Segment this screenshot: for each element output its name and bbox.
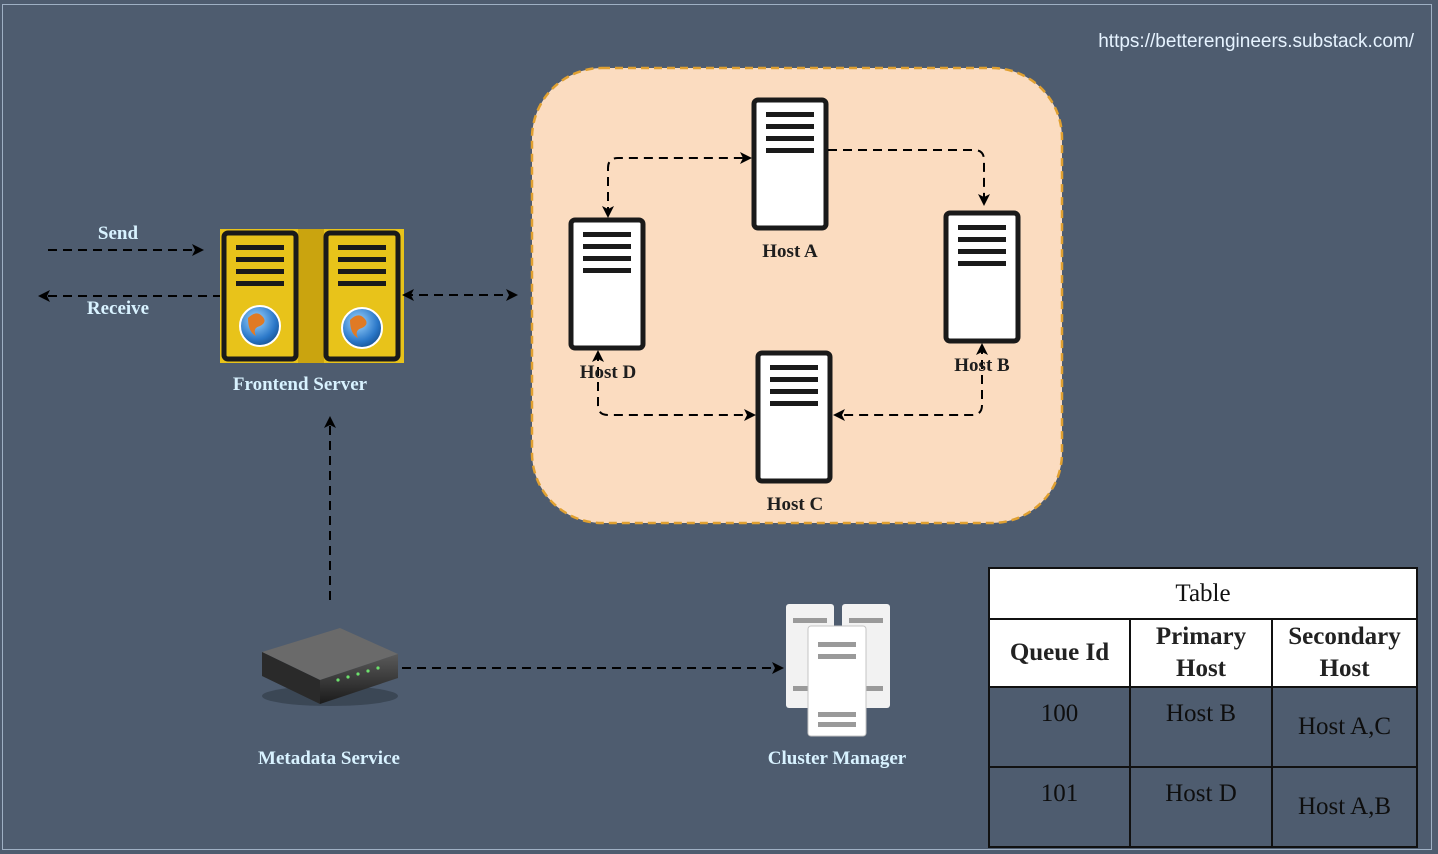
header-primary-host: Primary Host [1129,618,1273,688]
router-box-icon [262,628,398,706]
table-row: 100 Host B Host A,C [988,686,1419,768]
send-label: Send [97,223,139,244]
cell-primary-host: Host D [1129,766,1273,848]
cell-secondary-host: Host A,C [1270,686,1419,768]
replication-arrow-a-b [828,149,990,206]
server-icon-host-b [943,210,1021,344]
cell-queue-id: 101 [988,766,1131,848]
table-row: 101 Host D Host A,B [988,766,1419,848]
replication-arrow-d-c [592,350,756,421]
host-a-label: Host A [762,241,818,262]
web-server-icon [220,229,404,363]
host-d-label: Host D [579,362,637,383]
queue-assignment-table: Table Queue Id Primary Host Secondary Ho… [987,567,1419,848]
host-b-label: Host B [954,355,1010,376]
server-cluster-icon [786,604,890,737]
host-c-label: Host C [766,494,824,515]
replication-arrow-d-a [602,152,752,218]
metadata-service-label: Metadata Service [258,748,400,769]
table-header-row: Queue Id Primary Host Secondary Host [988,618,1419,688]
header-secondary-host: Secondary Host [1270,618,1419,688]
receive-label: Receive [86,298,150,319]
table-title: Table [987,567,1419,620]
cluster-manager-label: Cluster Manager [767,748,907,769]
cell-secondary-host: Host A,B [1270,766,1419,848]
header-queue-id: Queue Id [988,618,1131,688]
frontend-server-label: Frontend Server [232,374,368,395]
replication-arrow-b-c [833,343,988,421]
server-icon-host-c [755,350,833,484]
server-icon-host-d [568,217,646,351]
server-icon-host-a [751,97,829,231]
cell-queue-id: 100 [988,686,1131,768]
cell-primary-host: Host B [1129,686,1273,768]
source-url: https://betterengineers.substack.com/ [1098,31,1414,52]
